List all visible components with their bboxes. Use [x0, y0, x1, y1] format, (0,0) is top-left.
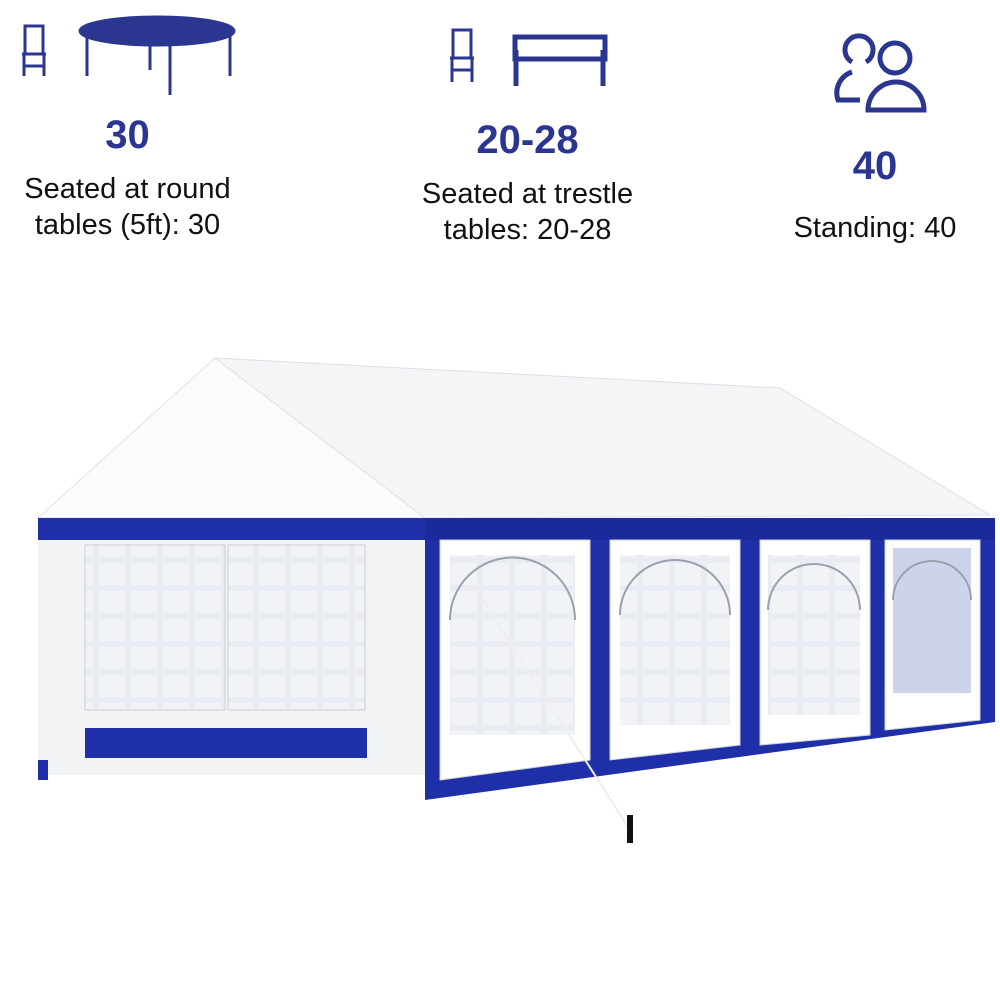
round-table-chair-icon — [22, 15, 236, 95]
standing-capacity: 40 Standing: 40 — [765, 144, 985, 246]
capacity-caption: Seated at round — [24, 173, 231, 205]
capacity-value: 30 — [105, 113, 150, 157]
capacity-caption: Seated at trestle — [421, 178, 634, 210]
trestle-table-chair-icon — [450, 28, 608, 86]
capacity-caption: Standing: 40 — [793, 212, 957, 244]
capacity-caption: tables (5ft): 30 — [34, 209, 221, 241]
capacity-value: 40 — [852, 144, 898, 188]
capacity-caption: tables: 20-28 — [443, 214, 612, 246]
round-table-capacity: 30 Seated at round tables (5ft): 30 — [0, 113, 255, 243]
capacity-value: 20-28 — [476, 118, 579, 162]
people-icon — [834, 33, 927, 113]
trestle-table-capacity: 20-28 Seated at trestle tables: 20-28 — [400, 118, 655, 248]
